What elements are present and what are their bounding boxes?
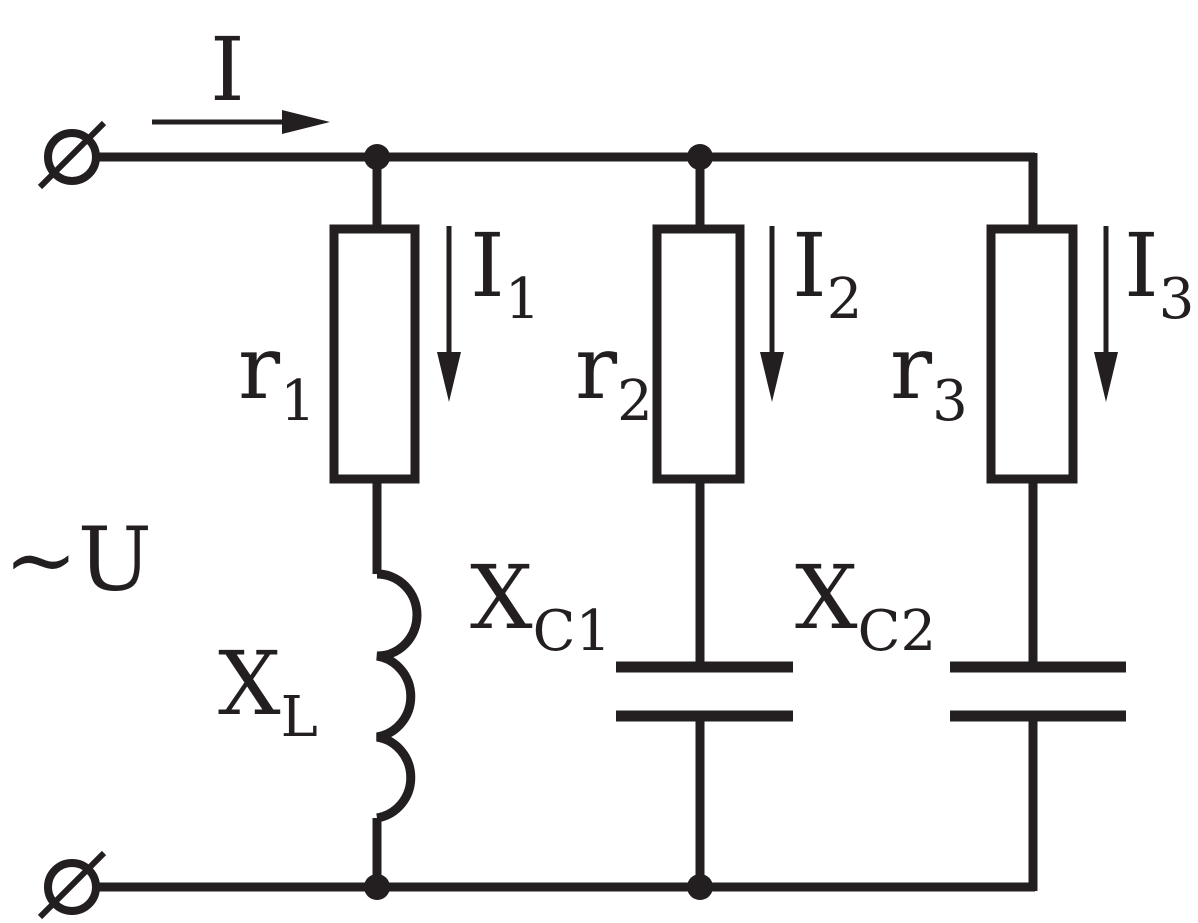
current-arrow-3 (1094, 226, 1118, 402)
capacitor-xc2 (950, 661, 1126, 722)
capacitor-label-xc1: XC1 (470, 546, 611, 664)
current-label-i3: I3 (1124, 214, 1194, 332)
junction-node-top-2 (687, 144, 713, 170)
resistor-r2 (652, 224, 745, 484)
top-terminal (37, 120, 107, 190)
resistor-label-r1: r1 (238, 316, 316, 434)
capacitor-label-xc2: XC2 (795, 546, 936, 664)
bottom-terminal (37, 850, 107, 920)
current-label-i2: I2 (792, 214, 862, 332)
resistor-r1 (329, 224, 420, 484)
total-current-label: I (210, 18, 245, 121)
resistor-label-r3: r3 (890, 316, 968, 434)
inductor-label-xl: XL (218, 632, 318, 750)
current-label-i1: I1 (470, 214, 540, 332)
junction-node-bottom-2 (687, 874, 713, 900)
current-arrow-2 (760, 226, 784, 402)
total-current-arrow (152, 110, 330, 134)
capacitor-xc1 (616, 661, 793, 722)
resistor-label-r2: r2 (575, 316, 653, 434)
resistor-r3 (986, 224, 1078, 484)
source-voltage-label: ~U (4, 508, 152, 611)
junction-node-bottom-1 (364, 874, 390, 900)
inductor-xl (376, 569, 422, 823)
junction-node-top-1 (364, 144, 390, 170)
current-arrow-1 (437, 226, 461, 402)
